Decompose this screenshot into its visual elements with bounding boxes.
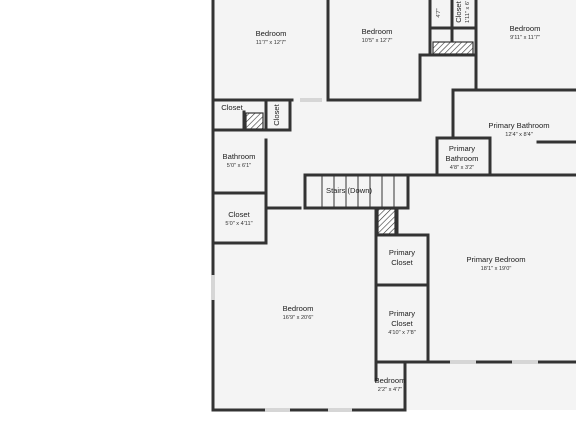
label-primary-closet-1a: Primary bbox=[389, 248, 415, 257]
dims-primary-bathroom-small: 4'8" x 3'2" bbox=[450, 165, 474, 171]
label-closet-top-a: 4'7" bbox=[436, 8, 442, 17]
label-closet-w1: Closet bbox=[221, 103, 243, 112]
dims-bedroom-nw: 11'7" x 12'7" bbox=[256, 40, 286, 46]
label-bedroom-sw: Bedroom bbox=[283, 304, 314, 313]
exterior-walls bbox=[211, 0, 576, 412]
label-primary-bathroom-small-2: Bathroom bbox=[446, 154, 479, 163]
label-bedroom-small: Bedroom bbox=[375, 376, 406, 385]
dims-bathroom: 5'0" x 6'1" bbox=[227, 163, 251, 169]
dims-primary-closet-2: 4'10" x 7'8" bbox=[388, 330, 416, 336]
label-bedroom-nc: Bedroom bbox=[362, 27, 393, 36]
label-closet-w2: Closet bbox=[272, 103, 281, 125]
dims-closet-w3: 5'0" x 4'11" bbox=[225, 221, 252, 227]
label-primary-closet-2b: Closet bbox=[391, 319, 413, 328]
label-primary-bathroom-small-1: Primary bbox=[449, 144, 475, 153]
dims-bedroom-sw: 16'9" x 20'6" bbox=[283, 315, 314, 321]
dims-bedroom-small: 2'2" x 4'7" bbox=[378, 387, 402, 393]
dims-primary-bathroom: 12'4" x 8'4" bbox=[505, 132, 533, 138]
dims-primary-bedroom: 18'1" x 19'0" bbox=[481, 266, 512, 272]
label-primary-closet-1b: Closet bbox=[391, 258, 413, 267]
room-labels: Bedroom 11'7" x 12'7" Bedroom 10'5" x 12… bbox=[221, 0, 549, 393]
label-bedroom-ne: Bedroom bbox=[510, 24, 541, 33]
label-primary-bedroom: Primary Bedroom bbox=[466, 255, 525, 264]
shaft-hatch-stairs bbox=[377, 208, 396, 235]
dims-closet-top-b: 1'11" x 6' bbox=[465, 1, 471, 23]
shaft-hatch-closet bbox=[245, 112, 264, 130]
label-closet-w3: Closet bbox=[228, 210, 250, 219]
label-bedroom-nw: Bedroom bbox=[256, 29, 287, 38]
label-closet-top-b: Closet bbox=[454, 0, 463, 22]
windows bbox=[211, 98, 538, 412]
shaft-hatch-top bbox=[432, 41, 474, 55]
dims-bedroom-nc: 10'5" x 12'7" bbox=[362, 38, 393, 44]
dims-bedroom-ne: 9'11" x 11'7" bbox=[510, 35, 540, 41]
label-bathroom: Bathroom bbox=[223, 152, 256, 161]
interior-walls bbox=[211, 0, 576, 382]
stairs-treads bbox=[321, 176, 395, 207]
label-primary-bathroom: Primary Bathroom bbox=[488, 121, 549, 130]
label-stairs: Stairs (Down) bbox=[326, 186, 372, 195]
label-primary-closet-2a: Primary bbox=[389, 309, 415, 318]
